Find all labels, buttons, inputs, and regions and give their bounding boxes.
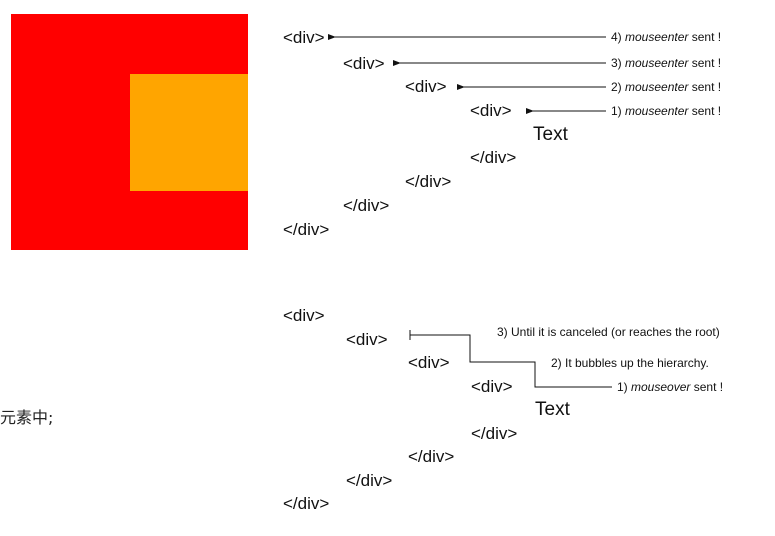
bubble-path — [410, 334, 612, 388]
div-close-level-2-b: </div> — [346, 471, 393, 490]
div-open-level-3-b: <div> — [408, 353, 450, 372]
div-close-level-4-b: </div> — [471, 424, 518, 443]
mouseover-note-bubbles: 2) It bubbles up the hierarchy. — [551, 356, 709, 370]
div-open-level-1-b: <div> — [283, 306, 325, 325]
div-close-level-1-b: </div> — [283, 494, 330, 513]
div-open-level-3: <div> — [405, 77, 447, 96]
text-node: Text — [533, 124, 568, 145]
mouseenter-note-1: 1) mouseenter sent ! — [611, 104, 722, 118]
div-open-level-4: <div> — [470, 101, 512, 120]
div-close-level-1: </div> — [283, 220, 330, 239]
div-open-level-2: <div> — [343, 54, 385, 73]
div-open-level-2-b: <div> — [346, 330, 388, 349]
side-text-fragment: 元素中; — [0, 408, 54, 427]
mouseover-note-canceled: 3) Until it is canceled (or reaches the … — [497, 325, 720, 339]
div-close-level-2: </div> — [343, 196, 390, 215]
div-close-level-4: </div> — [470, 148, 517, 167]
mouseenter-note-3: 3) mouseenter sent ! — [611, 56, 722, 70]
inner-orange-box — [130, 74, 248, 191]
div-open-level-4-b: <div> — [471, 377, 513, 396]
div-close-level-3: </div> — [405, 172, 452, 191]
mouseenter-note-2: 2) mouseenter sent ! — [611, 80, 722, 94]
div-close-level-3-b: </div> — [408, 447, 455, 466]
mouseover-note-sent: 1) mouseover sent ! — [617, 380, 724, 394]
mouseenter-note-4: 4) mouseenter sent ! — [611, 30, 722, 44]
text-node-b: Text — [535, 399, 570, 420]
div-open-level-1: <div> — [283, 28, 325, 47]
